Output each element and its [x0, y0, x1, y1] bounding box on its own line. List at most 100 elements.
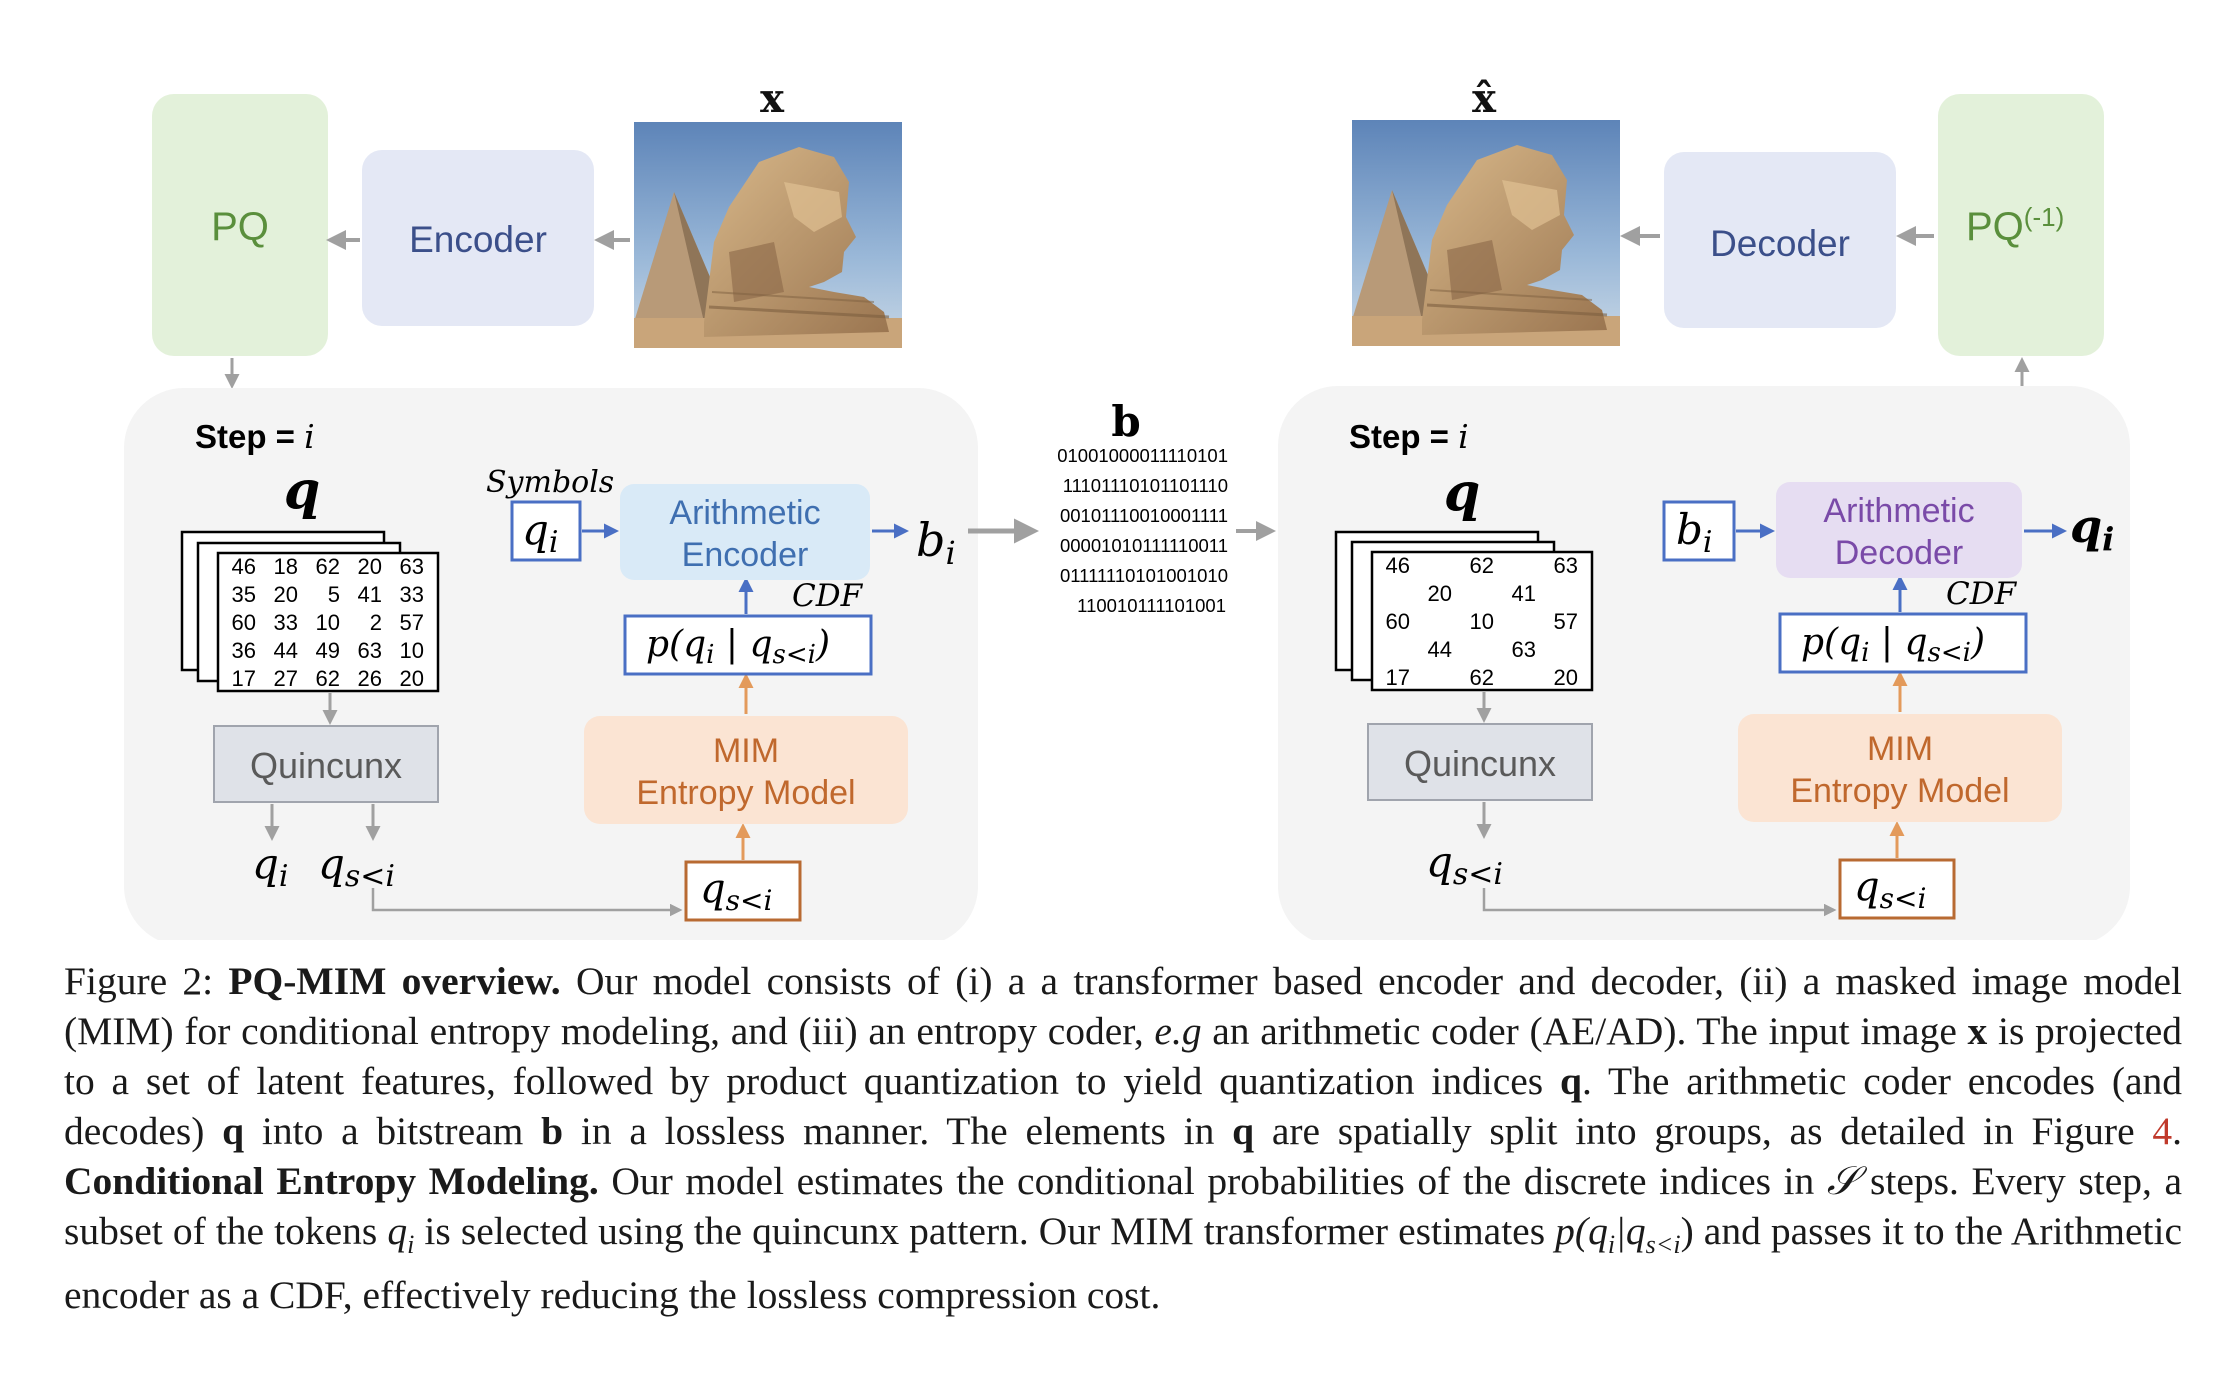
dec-output-qs: qs<i — [1426, 837, 1503, 892]
ad-label-2: Decoder — [1835, 534, 1964, 572]
grid-cell: 60 — [1386, 609, 1410, 634]
prob-box — [623, 614, 873, 676]
input-image-label: x — [760, 75, 785, 122]
grid-cell: 36 — [232, 638, 256, 663]
decoder-box — [1664, 152, 1896, 328]
qs-box — [684, 860, 802, 922]
caption-qi-sub: i — [407, 1229, 415, 1259]
bitstream-line: 00101110010001111 — [1060, 505, 1228, 526]
dec-qs-box — [1838, 858, 1956, 920]
dec-qi-output: qi — [2070, 499, 2114, 558]
grid-front — [216, 551, 440, 693]
grid-cell: 2 — [370, 610, 382, 635]
pq-inverse-label: PQ(-1) — [1966, 202, 2064, 249]
dec-q-label: q — [1444, 462, 1480, 523]
figure-4-link[interactable]: 4 — [2152, 1109, 2173, 1153]
caption-q: q — [222, 1109, 245, 1153]
qi-symbol-label: qi — [522, 505, 559, 560]
caption-text: an arithmetic coder (AE/AD). The input i… — [1201, 1009, 1968, 1053]
caption-q: q — [1232, 1109, 1255, 1153]
bitstream-line: 00001010111110011 — [1060, 535, 1228, 556]
grid-cell: 20 — [1428, 581, 1452, 606]
bitstream-line: 01111110101001010 — [1060, 565, 1228, 586]
grid-cell: 33 — [400, 582, 424, 607]
reconstructed-image-label: x̂ — [1472, 75, 1497, 122]
grid-cell: 44 — [274, 638, 298, 663]
dec-grid-front — [1370, 550, 1594, 692]
grid-cell: 62 — [1470, 665, 1494, 690]
caption-q: q — [1560, 1059, 1582, 1103]
prob-label: p(qi | qs<i) — [646, 624, 830, 670]
grid-cell: 27 — [274, 666, 298, 691]
quincunx-box — [213, 725, 439, 803]
caption-text: . — [2172, 1109, 2182, 1153]
bitstream-bits: 01001000011110101 11101110101101110 001011… — [1057, 445, 1228, 616]
grid-cell: 33 — [274, 610, 298, 635]
pq-inverse-box — [1938, 94, 2104, 356]
caption-qi: q — [387, 1209, 408, 1253]
input-image-x — [634, 122, 902, 348]
dec-cdf-label: CDF — [1946, 576, 2018, 612]
caption-text: . The arithmetic coder encodes (and deco… — [64, 1059, 2183, 1153]
dec-mim-label-1: MIM — [1867, 730, 1933, 768]
ad-label-1: Arithmetic — [1823, 492, 1974, 530]
caption-p-end: ) — [1680, 1209, 1694, 1253]
grid-cell: 63 — [1512, 637, 1536, 662]
encoder-label: Encoder — [409, 219, 547, 260]
output-qi: qi — [252, 839, 289, 894]
dec-arrow-qs-to-box — [1482, 888, 1837, 917]
arithmetic-decoder-box — [1776, 482, 2022, 578]
arithmetic-encoder-box — [620, 484, 870, 580]
dec-prob-label: p(qi | qs<i) — [1801, 622, 1985, 668]
grid-cell: 17 — [232, 666, 256, 691]
dec-mim-entropy-model-box — [1738, 714, 2062, 822]
grid-cell: 62 — [316, 666, 340, 691]
dec-quincunx-box — [1367, 723, 1593, 801]
dec-step-label: Step = i — [1349, 417, 1469, 456]
symbols-label: Symbols — [486, 465, 614, 500]
caption-text: are spatially split into groups, as deta… — [1254, 1109, 2153, 1153]
caption-title-2: Conditional Entropy Modeling. — [64, 1159, 599, 1203]
caption-text: is selected using the quincunx pattern. … — [414, 1209, 1556, 1253]
caption-text: Our model estimates the conditional prob… — [598, 1159, 1827, 1203]
dec-bi-label: bi — [1676, 505, 1713, 560]
grid-cell: 46 — [1386, 553, 1410, 578]
grid-cell: 44 — [1428, 637, 1452, 662]
grid-cell: 18 — [274, 554, 298, 579]
mim-label-2: Entropy Model — [636, 774, 855, 812]
ae-label-1: Arithmetic — [669, 494, 820, 532]
dec-qs-box-label: qs<i — [1854, 864, 1926, 915]
caption-text: into a bitstream — [244, 1109, 542, 1153]
caption-text: and passes it to the Arithmetic encoder … — [64, 1209, 2182, 1317]
grid-cell: 10 — [1470, 609, 1494, 634]
caption-eg: e.g — [1154, 1009, 1202, 1053]
grid-cell: 17 — [1386, 665, 1410, 690]
bitstream-line: 11101110101101110 — [1063, 475, 1228, 496]
bitstream-line: 110010111101001 — [1077, 595, 1226, 616]
grid-cell: 57 — [1554, 609, 1578, 634]
caption-text: Our model consists of (i) a a transforme… — [64, 959, 2183, 1053]
caption-text: in a lossless manner. The elements in — [563, 1109, 1233, 1153]
grid-cell: 63 — [1554, 553, 1578, 578]
grid-cell: 41 — [358, 582, 382, 607]
caption-p-sub1: i — [1607, 1229, 1616, 1259]
grid-cell: 20 — [1554, 665, 1578, 690]
dec-quincunx-label: Quincunx — [1404, 743, 1556, 784]
bitstream-line: 01001000011110101 — [1057, 445, 1228, 466]
ae-label-2: Encoder — [682, 536, 809, 574]
mim-label-1: MIM — [713, 732, 779, 770]
caption-p: p(q — [1555, 1209, 1608, 1253]
step-label: Step = i — [195, 417, 315, 456]
grid-cell: 57 — [400, 610, 424, 635]
mim-entropy-model-box — [584, 716, 908, 824]
caption-title: PQ-MIM overview. — [228, 959, 561, 1003]
caption-text: is projected to a set of latent features… — [64, 1009, 2182, 1103]
bitstream-label: b — [1111, 397, 1140, 446]
caption-text: steps. Every step, a subset of the token… — [64, 1159, 2182, 1253]
caption-p-sub2: s<i — [1645, 1229, 1681, 1259]
grid-cell: 20 — [358, 554, 382, 579]
grid-cell: 20 — [400, 666, 424, 691]
